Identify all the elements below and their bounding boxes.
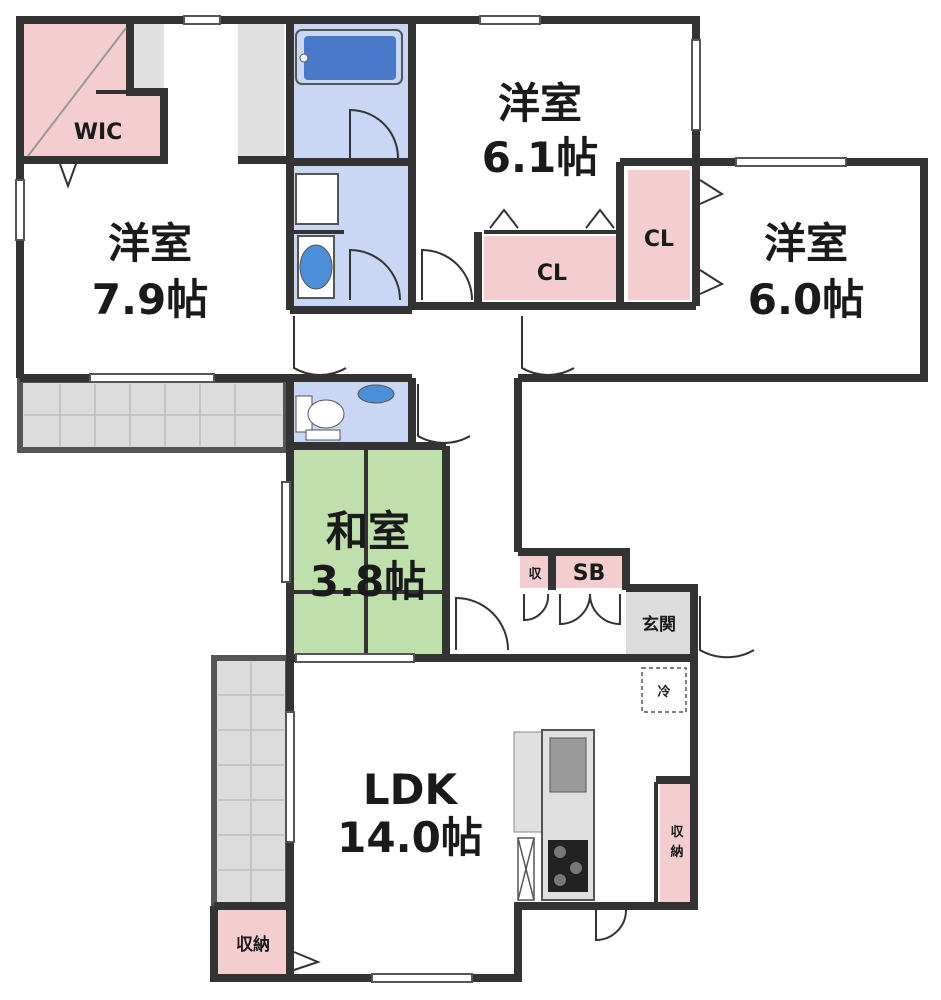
- room-size: 7.9帖: [92, 275, 208, 324]
- wic-label: WIC: [74, 120, 123, 145]
- storage-label: 納: [670, 844, 683, 860]
- window-icon: [15, 15, 847, 983]
- fridge-label: 冷: [657, 684, 670, 700]
- room-name: 洋室: [764, 219, 848, 268]
- stove-icon: [548, 840, 588, 892]
- sink-icon: [549, 737, 587, 793]
- bathtub-icon: [295, 29, 403, 85]
- balcony-upper: [17, 377, 289, 453]
- genkan-label: 玄関: [642, 614, 676, 635]
- room-size: 6.0帖: [748, 275, 864, 324]
- room-name: 洋室: [498, 79, 582, 128]
- room-name: 洋室: [108, 219, 192, 268]
- room-size: 6.1帖: [482, 133, 598, 182]
- room-size: 3.8帖: [310, 557, 426, 606]
- storage-label: 収: [670, 825, 684, 840]
- storage-label: 収: [528, 567, 542, 582]
- thin-walls: [96, 90, 658, 904]
- storage-label: 収納: [236, 934, 270, 955]
- washbasin-icon: [295, 173, 339, 299]
- room-size: 14.0帖: [337, 813, 483, 862]
- door-swing-icon: [59, 108, 755, 971]
- cl-label: CL: [537, 261, 567, 286]
- fridge-space: [641, 667, 687, 713]
- toilet-icon: [295, 384, 395, 441]
- shelf-marker: [517, 837, 535, 901]
- room-name: 和室: [326, 507, 410, 556]
- wic-diagonal: [27, 27, 127, 157]
- sb-label: SB: [573, 561, 606, 586]
- cl-label: CL: [644, 227, 674, 252]
- room-name: LDK: [363, 765, 459, 814]
- balcony-lower: [211, 655, 291, 909]
